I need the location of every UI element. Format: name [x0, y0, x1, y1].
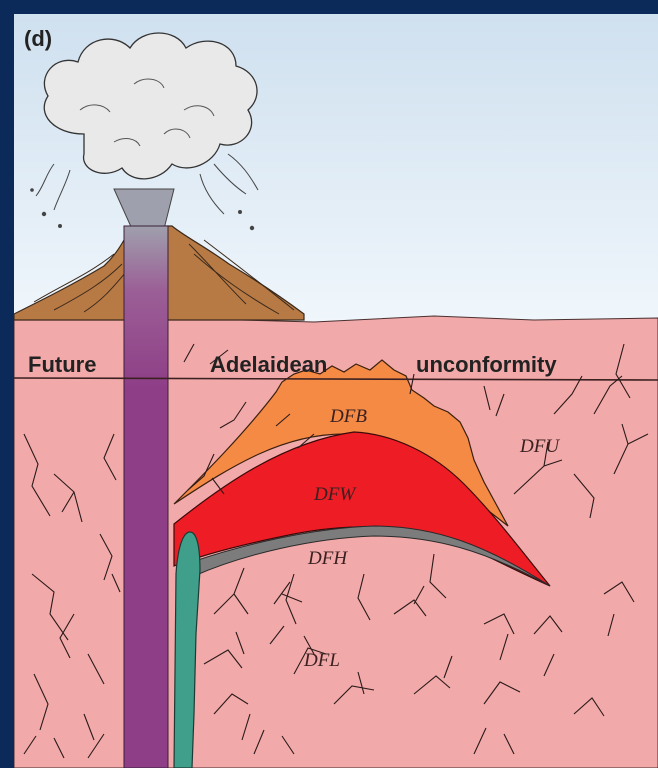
panel-label: (d)	[24, 26, 52, 51]
label-future: Future	[28, 352, 96, 377]
diagram-panel: (d) Future Adelaidean unconformity DFB D…	[14, 14, 658, 768]
label-unconformity: unconformity	[416, 352, 557, 377]
magma-conduit	[124, 226, 168, 768]
label-dfu: DFU	[519, 436, 560, 457]
cross-section-diagram: (d) Future Adelaidean unconformity DFB D…	[14, 14, 658, 768]
label-dfl: DFL	[303, 650, 340, 671]
label-dfb: DFB	[329, 406, 367, 427]
label-adelaidean: Adelaidean	[210, 352, 327, 377]
label-dfh: DFH	[307, 548, 348, 569]
label-dfw: DFW	[313, 484, 357, 505]
